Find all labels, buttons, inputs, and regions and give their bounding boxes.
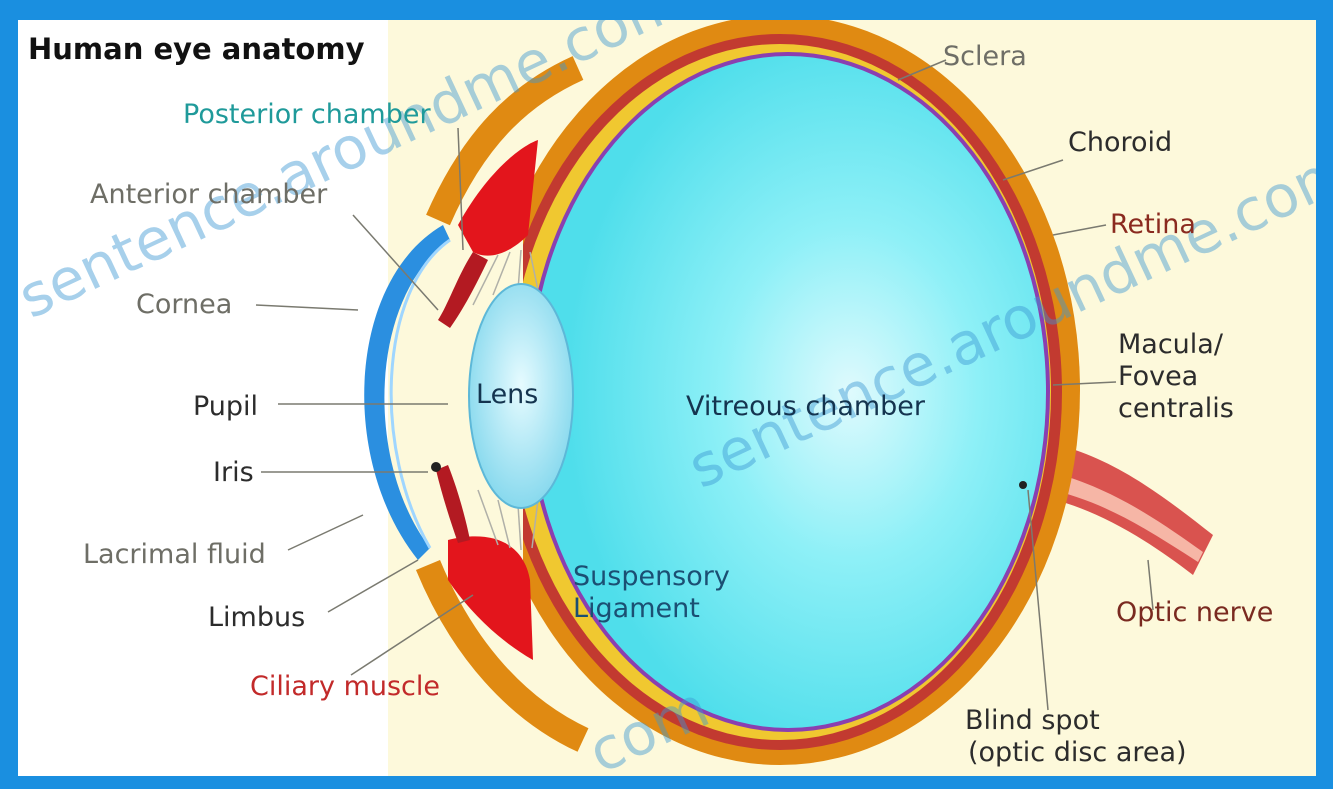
diagram-canvas: sentence.aroundme.com sentence.aroundme.… xyxy=(18,20,1316,776)
diagram-title: Human eye anatomy xyxy=(28,34,364,64)
label-blind-spot-1: Blind spot xyxy=(965,706,1100,736)
label-sclera: Sclera xyxy=(943,42,1027,72)
label-pupil: Pupil xyxy=(193,392,258,422)
label-optic-nerve: Optic nerve xyxy=(1116,598,1273,628)
label-retina: Retina xyxy=(1110,210,1196,240)
label-choroid: Choroid xyxy=(1068,128,1172,158)
label-limbus: Limbus xyxy=(208,603,305,633)
label-suspensory-ligament-2: Ligament xyxy=(573,594,700,624)
label-anterior-chamber: Anterior chamber xyxy=(90,180,327,210)
label-blind-spot-2: (optic disc area) xyxy=(968,738,1187,768)
label-macula-2: Fovea xyxy=(1118,362,1198,392)
label-macula-3: centralis xyxy=(1118,394,1234,424)
label-vitreous-chamber: Vitreous chamber xyxy=(686,392,925,422)
label-suspensory-ligament-1: Suspensory xyxy=(573,562,730,592)
label-cornea: Cornea xyxy=(136,290,232,320)
label-iris: Iris xyxy=(213,458,254,488)
label-lens: Lens xyxy=(476,380,538,410)
label-ciliary-muscle: Ciliary muscle xyxy=(250,672,440,702)
label-macula-1: Macula/ xyxy=(1118,330,1223,360)
label-lacrimal-fluid: Lacrimal fluid xyxy=(83,540,266,570)
label-posterior-chamber: Posterior chamber xyxy=(183,100,431,130)
